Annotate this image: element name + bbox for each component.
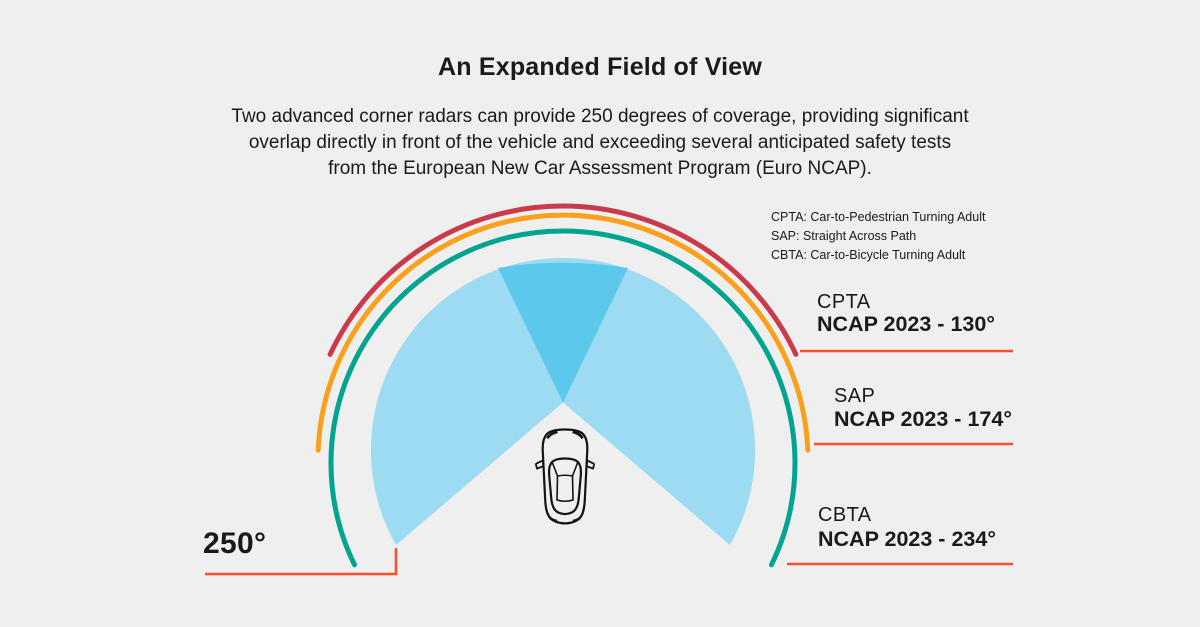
car-left-mirror — [535, 459, 545, 470]
cpta-value: NCAP 2023 - 130° — [817, 312, 995, 336]
legend-item-cbta: CBTA: Car-to-Bicycle Turning Adult — [771, 248, 966, 262]
car-greenhouse — [547, 457, 583, 516]
intro-line-1: Two advanced corner radars can provide 2… — [231, 106, 969, 127]
intro-line-3: from the European New Car Assessment Pro… — [328, 158, 872, 179]
cbta-value: NCAP 2023 - 234° — [818, 527, 996, 551]
car-windshield-line — [551, 462, 579, 477]
page-title: An Expanded Field of View — [437, 53, 763, 81]
intro-line-2: overlap directly in front of the vehicle… — [248, 132, 952, 153]
legend-item-cpta: CPTA: Car-to-Pedestrian Turning Adult — [771, 210, 986, 224]
coverage-bracket-line — [205, 548, 398, 576]
cpta-arc — [327, 203, 799, 357]
total-coverage-label: 250° — [203, 527, 267, 560]
legend-item-sap: SAP: Straight Across Path — [771, 229, 917, 243]
sap-value: NCAP 2023 - 174° — [834, 407, 1012, 431]
car-icon — [535, 428, 595, 525]
car-rear-window-line — [556, 475, 574, 503]
cpta-label: CPTA — [817, 291, 871, 313]
cbta-arc — [328, 228, 798, 568]
car-rear-left-accent — [547, 514, 558, 522]
car-rear-right-accent — [572, 514, 583, 522]
intro-paragraph: Two advanced corner radars can provide 2… — [0, 104, 1200, 182]
car-front-left-accent — [546, 430, 558, 440]
sap-label: SAP — [834, 385, 876, 407]
cbta-label: CBTA — [818, 504, 872, 526]
car-body — [541, 428, 589, 525]
car-front-right-accent — [572, 430, 584, 440]
abbreviation-legend: CPTA: Car-to-Pedestrian Turning Adult SA… — [771, 208, 985, 265]
sap-arc — [315, 212, 811, 453]
radar-overlap-wedge — [498, 262, 628, 403]
car-right-mirror — [585, 459, 595, 470]
